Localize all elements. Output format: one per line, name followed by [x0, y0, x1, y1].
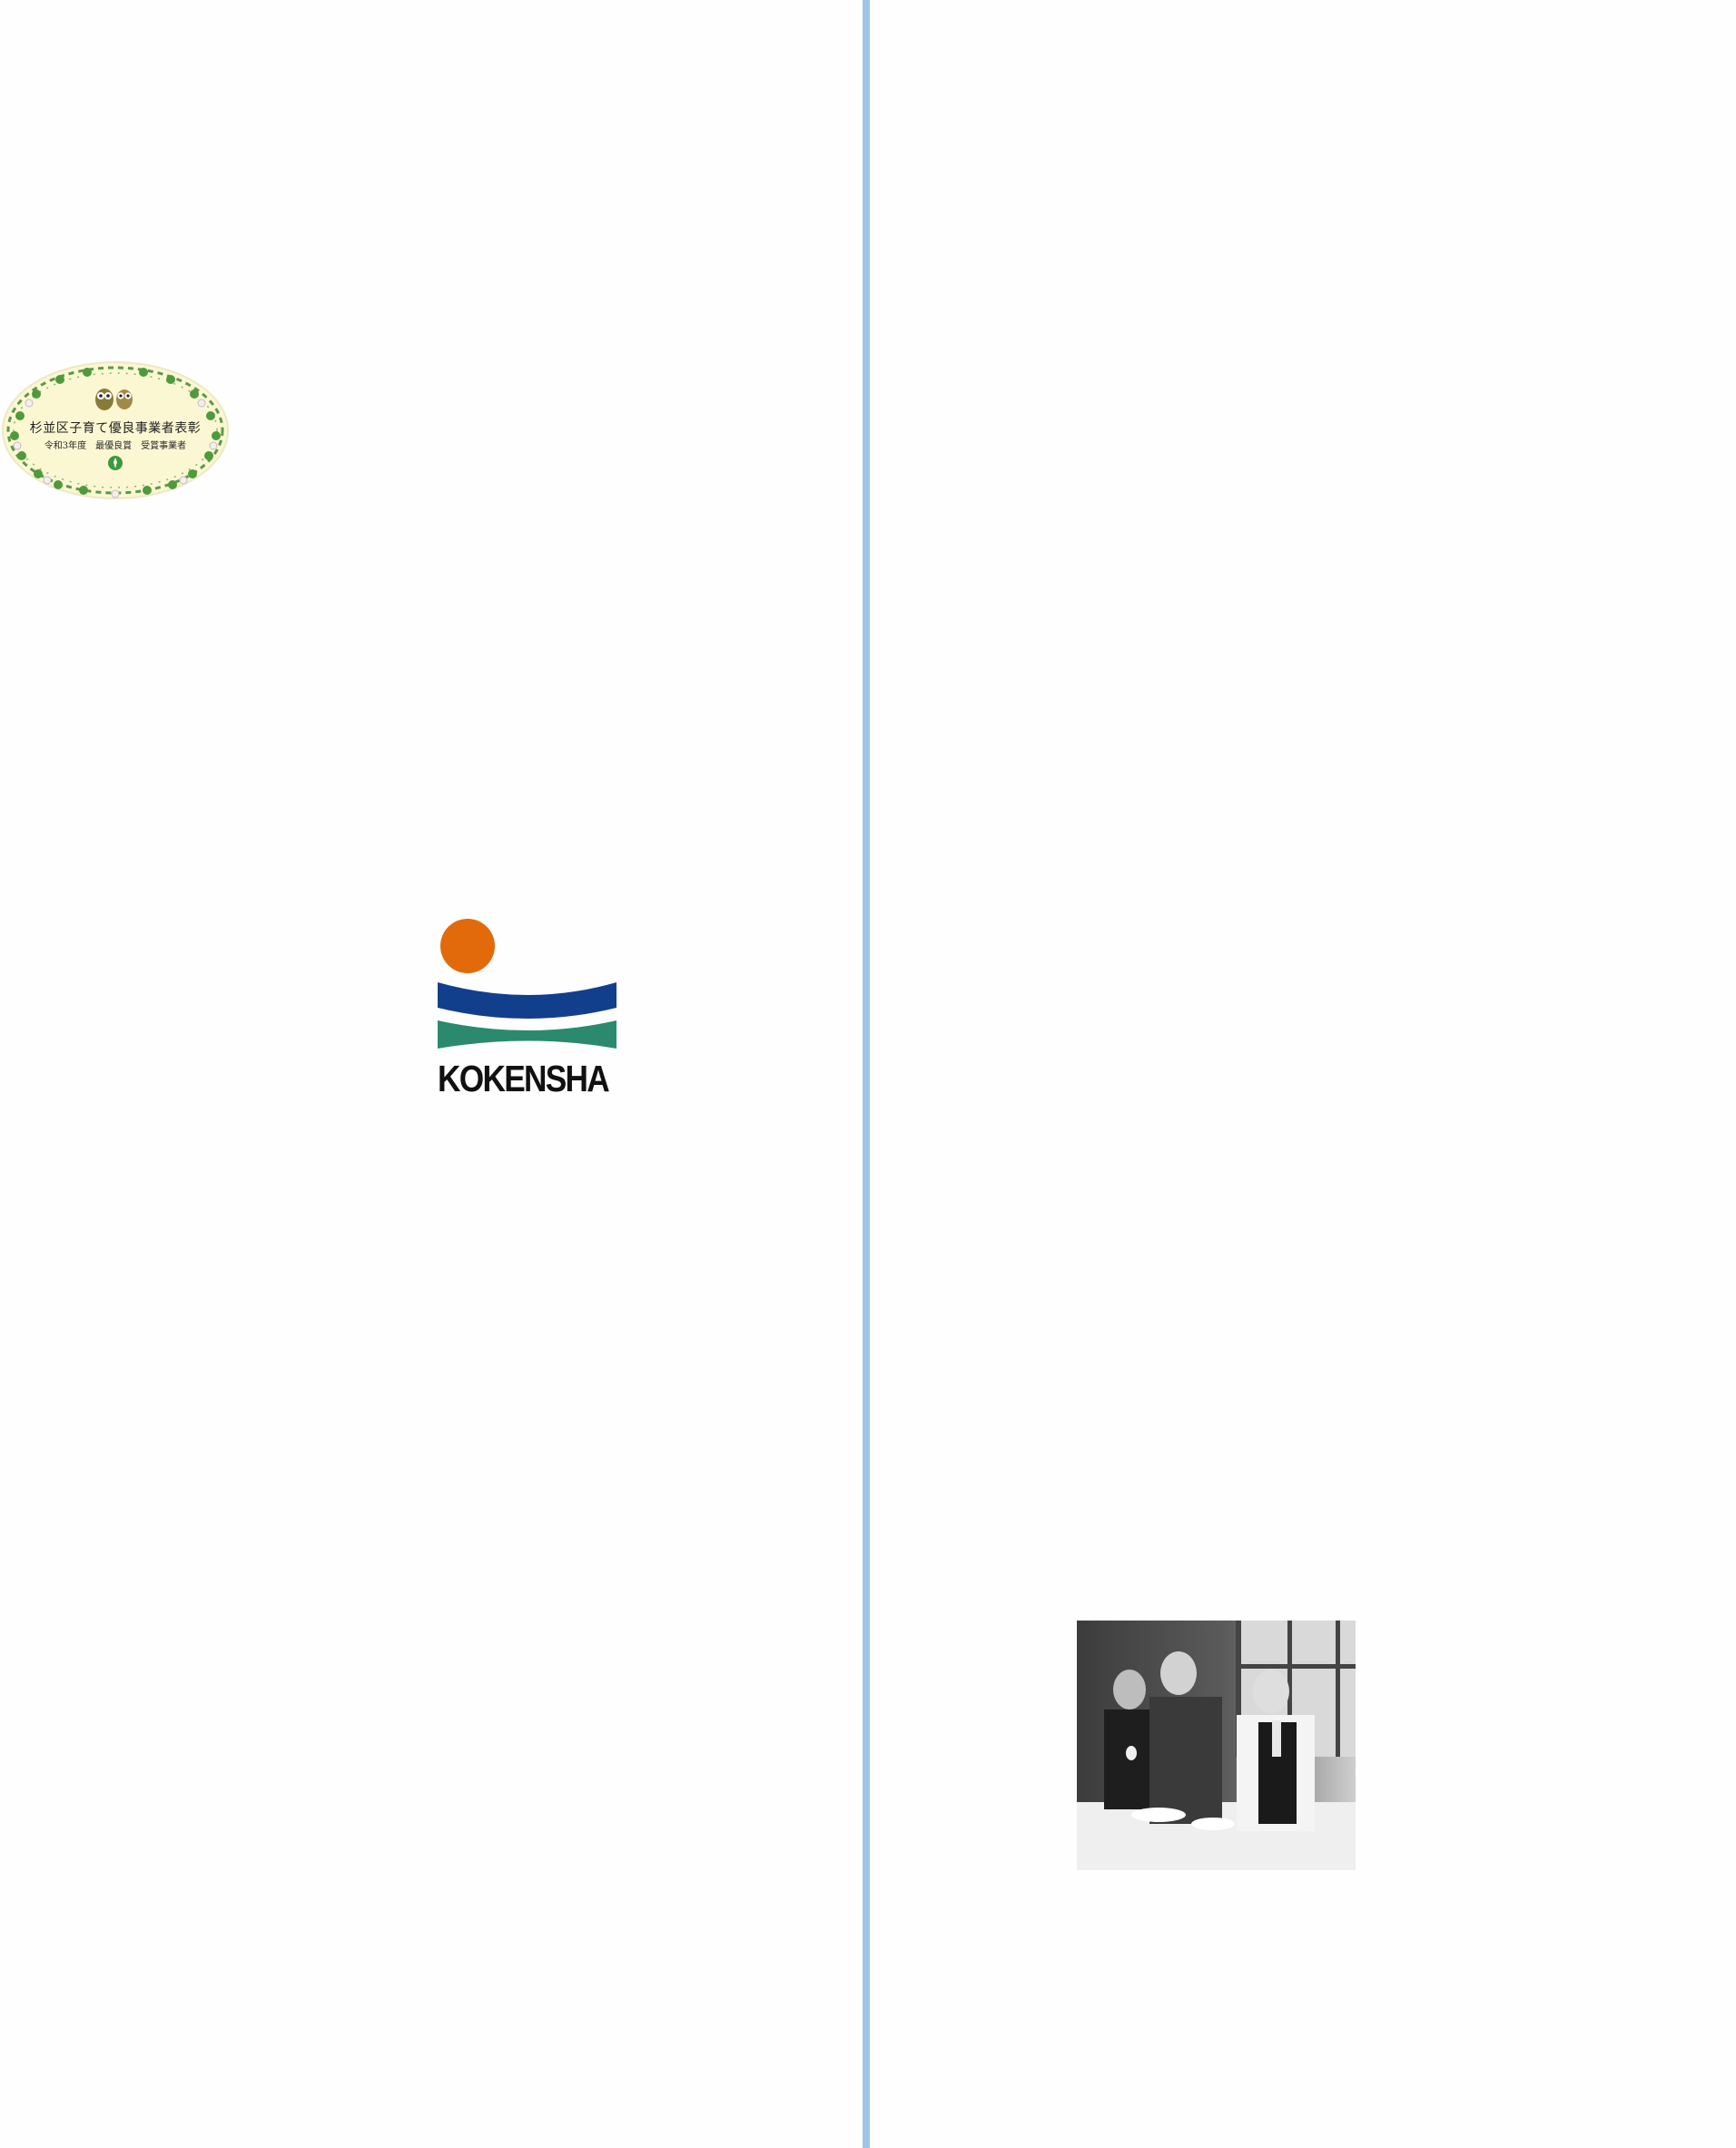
vine-border-icon — [6, 366, 224, 498]
award-title: 杉並区子育て優良事業者表彰 — [29, 421, 202, 436]
logo-green-band — [438, 1020, 616, 1049]
kokensha-logo: KOKENSHA — [438, 917, 619, 1099]
logo-mark-icon — [438, 919, 616, 1049]
vertical-divider — [863, 0, 870, 2148]
photo-image — [1077, 1621, 1356, 1870]
suginami-emblem-icon — [108, 456, 123, 470]
logo-sun-icon — [440, 919, 495, 973]
award-badge: 杉並区子育て優良事業者表彰 令和3年度 最優良賞 受賞事業者 — [2, 361, 229, 499]
logo-navy-band — [438, 982, 616, 1019]
award-subtitle: 令和3年度 最優良賞 受賞事業者 — [44, 441, 187, 451]
logo-wordmark: KOKENSHA — [438, 1058, 610, 1099]
owls-icon — [95, 389, 133, 410]
historical-photo — [1077, 1621, 1356, 1870]
